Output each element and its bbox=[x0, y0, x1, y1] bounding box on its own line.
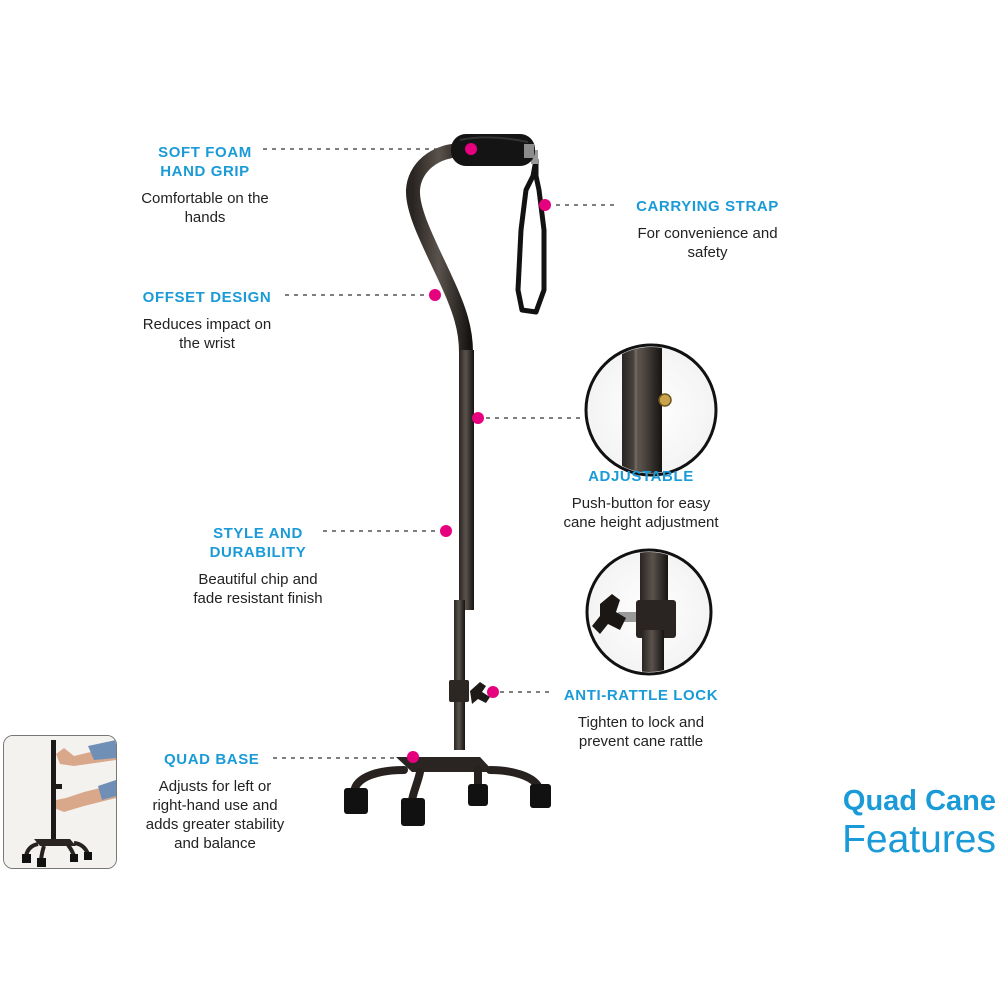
lock-knob bbox=[470, 682, 490, 704]
marker-offset bbox=[429, 289, 441, 301]
adjustable-zoom-circle bbox=[584, 343, 718, 477]
marker-strap bbox=[539, 199, 551, 211]
markers bbox=[407, 143, 551, 763]
usage-inset-illustration bbox=[4, 736, 116, 868]
feature-offset-title: OFFSET DESIGN bbox=[142, 289, 272, 306]
headline-line2: Features bbox=[842, 818, 996, 861]
feature-lock-title: ANTI-RATTLE LOCK bbox=[563, 687, 719, 704]
headline-line1: Quad Cane bbox=[842, 785, 996, 817]
usage-inset-photo bbox=[3, 735, 117, 869]
lock-zoom-circle bbox=[585, 548, 713, 676]
headline: Quad Cane Features bbox=[842, 784, 996, 862]
feature-quad-title: QUAD BASE bbox=[164, 751, 260, 768]
feature-strap-title: CARRYING STRAP bbox=[636, 198, 779, 215]
marker-style bbox=[440, 525, 452, 537]
leader-lines bbox=[263, 148, 618, 759]
marker-grip bbox=[465, 143, 477, 155]
carrying-strap bbox=[515, 150, 547, 315]
cane-body bbox=[344, 134, 551, 826]
marker-adjustable bbox=[472, 412, 484, 424]
marker-quad bbox=[407, 751, 419, 763]
feature-adjustable-title: ADJUSTABLE bbox=[588, 468, 694, 485]
marker-lock bbox=[487, 686, 499, 698]
